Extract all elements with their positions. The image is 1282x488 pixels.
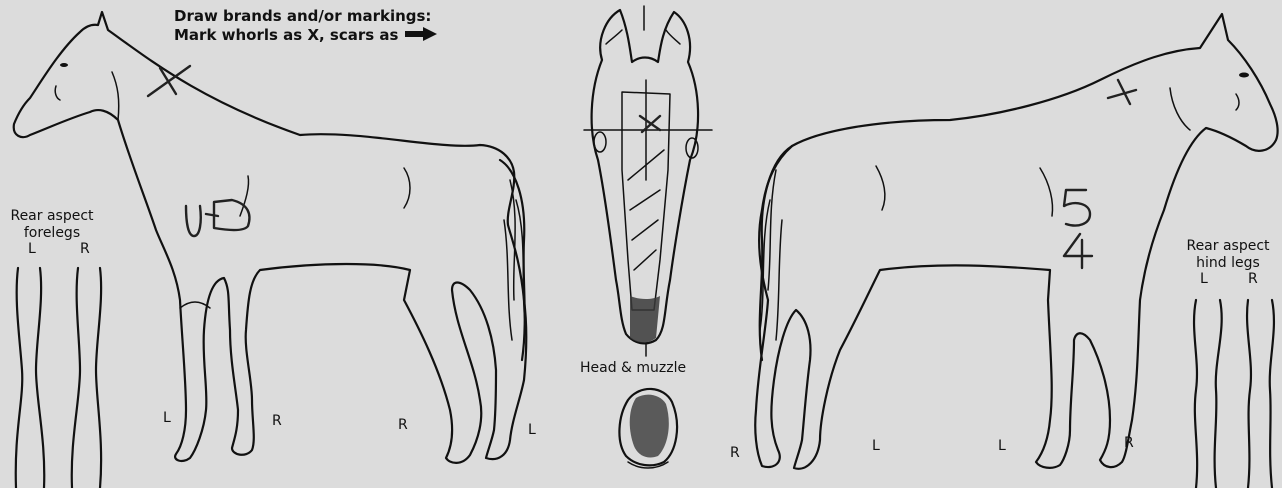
head-front-view [584, 6, 712, 356]
forelegs-rear-view [16, 268, 101, 488]
right-horse-outline [755, 14, 1277, 469]
left-horse-outline [14, 12, 527, 463]
hindlegs-rear-view [1194, 300, 1274, 488]
muzzle-view [619, 389, 677, 468]
